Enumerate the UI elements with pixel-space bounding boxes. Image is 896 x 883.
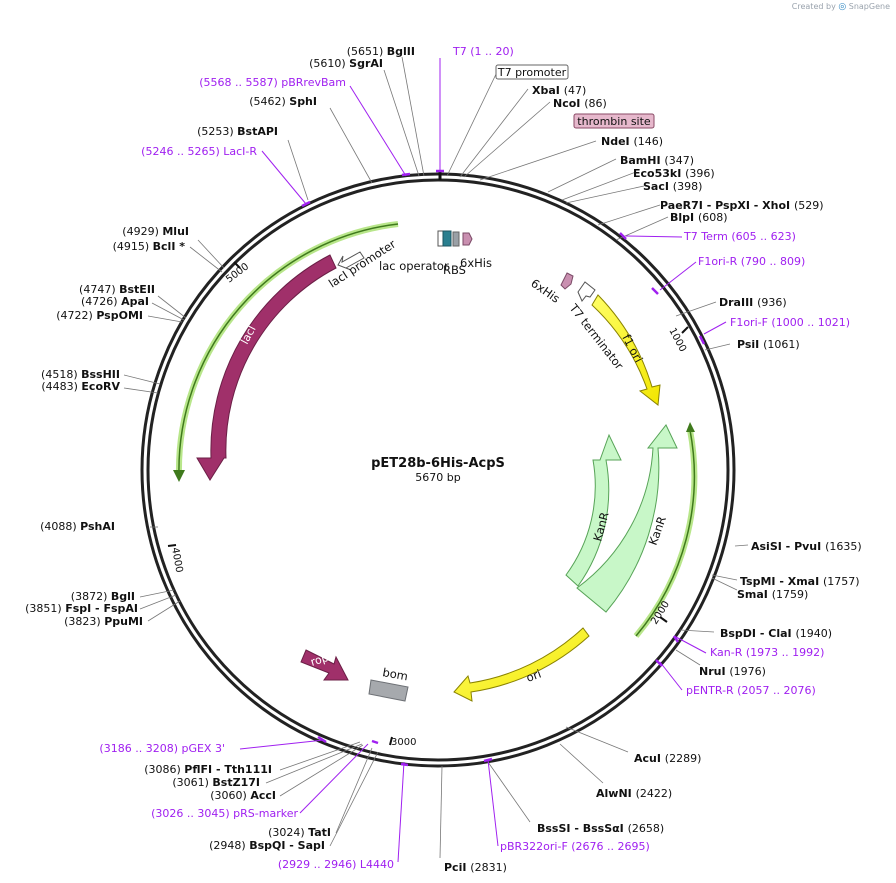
plasmid-size: 5670 bp [415, 471, 460, 484]
kanR-feature-outer [576, 424, 678, 613]
site-label-pspomi: (4722) PspOMI [56, 309, 143, 322]
primer-label-kan-r: Kan-R (1973 .. 1992) [710, 646, 824, 659]
site-label-ndei: NdeI (146) [601, 135, 663, 148]
site-label-acci: (3060) AccI [210, 789, 276, 802]
site-label-bstz17i: (3061) BstZ17I [172, 776, 260, 789]
site-label-xbai: XbaI (47) [532, 84, 586, 97]
site-label-paer7i-pspxi-xhoi: PaeR7I - PspXI - XhoI (529) [660, 199, 824, 212]
snapgene-logo-icon: ◎ [838, 2, 847, 12]
brand-credit: Created by ◎ SnapGene [792, 2, 890, 12]
lacI-promoter-feature [337, 251, 365, 271]
feature-label-ori-10: ori [524, 667, 543, 685]
feature-label-lac-operator-2: lac operator [379, 259, 449, 273]
primer-label-laci-r: (5246 .. 5265) LacI-R [141, 145, 257, 158]
lacI-orf-arrowhead [173, 470, 185, 482]
feature-label-6xhis-5: 6xHis [528, 276, 562, 306]
site-label-bspqi-sapi: (2948) BspQI - SapI [209, 839, 325, 852]
primer-label-pbr322ori-f: pBR322ori-F (2676 .. 2695) [500, 840, 650, 853]
site-label-fspi-fspai: (3851) FspI - FspAI [25, 602, 138, 615]
kanR-feature-inner [565, 433, 622, 587]
site-label-pcii: PciI (2831) [444, 861, 507, 874]
scale-ticks [167, 261, 689, 746]
primer-label-pbrrevbam: (5568 .. 5587) pBRrevBam [199, 76, 346, 89]
site-label-smai: SmaI (1759) [737, 588, 808, 601]
site-label-tati: (3024) TatI [268, 826, 331, 839]
lacI-orf-arc [178, 223, 399, 477]
primer-label-f1ori-r: F1ori-R (790 .. 809) [698, 255, 805, 268]
rop-feature [300, 649, 349, 681]
boxed-label-frame-t7-promoter [495, 64, 569, 80]
6xhis-c-term-block [560, 272, 574, 290]
site-label-bglii: (5651) BglII [347, 45, 415, 58]
feature-label-rbs-3: RBS [443, 263, 466, 277]
ori-feature [453, 627, 590, 702]
site-label-nrui: NruI (1976) [699, 665, 766, 678]
site-label-saci: SacI (398) [643, 180, 702, 193]
primer-marks [301, 169, 706, 767]
snapgene-brand: SnapGene [848, 2, 890, 11]
lacI-feature [196, 254, 337, 481]
feature-label-6xhis-4: 6xHis [460, 256, 492, 270]
primer-label-t7: T7 (1 .. 20) [452, 45, 514, 58]
site-label-bsssi-bsss-i: BssSI - BssSαI (2658) [537, 822, 664, 835]
site-label-pshai: (4088) PshAI [40, 520, 115, 533]
site-label-ncoi: NcoI (86) [553, 97, 607, 110]
site-label-psii: PsiI (1061) [737, 338, 800, 351]
primer-label-f1ori-f: F1ori-F (1000 .. 1021) [730, 316, 850, 329]
site-label-tspmi-xmai: TspMI - XmaI (1757) [740, 575, 860, 588]
primer-label-t7-term: T7 Term (605 .. 623) [683, 230, 796, 243]
primer-label-pentr-r: pENTR-R (2057 .. 2076) [686, 684, 816, 697]
primer-label-pgex-3: (3186 .. 3208) pGEX 3' [99, 742, 225, 755]
site-label-pflfi-tth111i: (3086) PflFI - Tth111I [144, 763, 272, 776]
plasmid-name: pET28b-6His-AcpS [371, 456, 505, 471]
site-label-blpi: BlpI (608) [670, 211, 728, 224]
primer-label-prs-marker: (3026 .. 3045) pRS-marker [151, 807, 298, 820]
site-label-bsshii: (4518) BssHII [41, 368, 120, 381]
backbone-inner-circle [146, 178, 730, 762]
site-label-bcli: (4915) BclI * [113, 240, 186, 253]
site-label-sgrai: (5610) SgrAI [309, 57, 383, 70]
f1-ori-feature [591, 294, 661, 406]
site-label-acui: AcuI (2289) [634, 752, 701, 765]
lac-operator-block [442, 230, 452, 247]
site-label-bamhi: BamHI (347) [620, 154, 694, 167]
feature-label-rop-11: rop [309, 651, 330, 669]
feature-label-bom-12: bom [381, 665, 409, 683]
site-label-bgli: (3872) BglI [71, 590, 135, 603]
bom-feature [368, 679, 409, 702]
site-label-alwni: AlwNI (2422) [596, 787, 672, 800]
rbs-block [452, 231, 460, 247]
primer-lines [239, 58, 727, 863]
boxed-label-frame-thrombin-site [573, 113, 655, 129]
leader-lines [123, 56, 749, 859]
site-label-bstapi: (5253) BstAPI [197, 125, 278, 138]
scale-tick-label-3000: 3000 [391, 737, 416, 748]
site-label-asisi-pvui: AsiSI - PvuI (1635) [751, 540, 862, 553]
site-label-bsteii: (4747) BstEII [79, 283, 155, 296]
kanR-orf-arc [635, 429, 696, 637]
created-by-text: Created by [791, 2, 836, 11]
site-label-ppumi: (3823) PpuMI [64, 615, 143, 628]
6xhis-n-term-block [462, 232, 473, 246]
scale-tick-label-4000: 4000 [169, 547, 184, 574]
site-label-draiii: DraIII (936) [719, 296, 787, 309]
kanR-orf-arrowhead [686, 422, 695, 432]
backbone-outer-circle [140, 172, 736, 768]
site-label-sphi: (5462) SphI [249, 95, 317, 108]
site-label-eco53ki: Eco53kI (396) [633, 167, 715, 180]
site-label-ecorv: (4483) EcoRV [41, 380, 120, 393]
t7-terminator-block [577, 281, 596, 302]
boxed-label-thrombin-site: thrombin site [577, 115, 651, 128]
site-label-apai: (4726) ApaI [81, 295, 149, 308]
feature-label-t7-terminator-6: T7 terminator [566, 300, 627, 372]
site-label-mlui: (4929) MluI [122, 225, 189, 238]
primer-label-l4440: (2929 .. 2946) L4440 [278, 858, 394, 871]
site-label-bspdi-clai: BspDI - ClaI (1940) [720, 627, 832, 640]
boxed-label-t7-promoter: T7 promoter [497, 66, 567, 79]
